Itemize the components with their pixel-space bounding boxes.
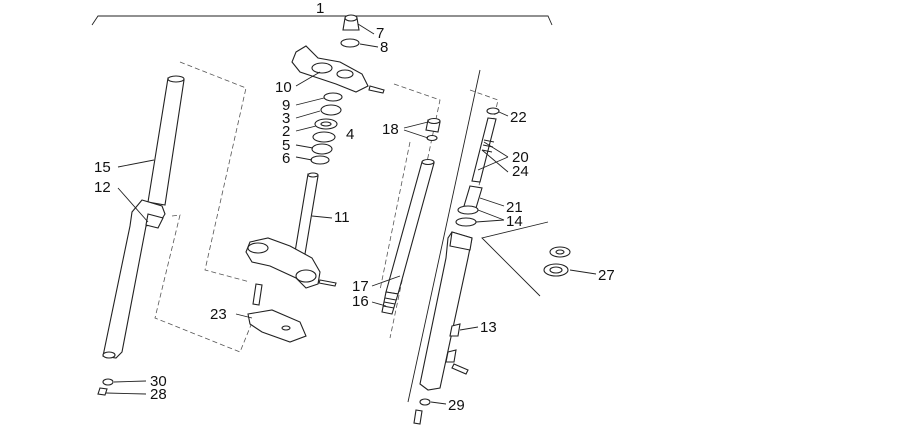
callout-4: 4 bbox=[346, 126, 354, 143]
separator-lines bbox=[407, 69, 549, 403]
callout-27: 27 bbox=[598, 267, 615, 284]
callouts: 7 8 10 9 3 2 4 5 6 11 15 12 18 17 16 23 … bbox=[94, 25, 615, 414]
leader-lines bbox=[105, 23, 597, 405]
callout-21: 21 bbox=[506, 199, 523, 216]
callout-5: 5 bbox=[282, 137, 290, 154]
callout-12: 12 bbox=[94, 179, 111, 196]
callout-22: 22 bbox=[510, 109, 527, 126]
callout-16: 16 bbox=[352, 293, 369, 310]
callout-28: 28 bbox=[150, 386, 167, 403]
group-bracket: 1 bbox=[91, 0, 553, 26]
callout-11: 11 bbox=[334, 209, 350, 226]
callout-9: 9 bbox=[282, 97, 290, 114]
callout-2: 2 bbox=[282, 123, 290, 140]
callout-1: 1 bbox=[316, 0, 324, 17]
callout-8: 8 bbox=[380, 39, 388, 56]
callout-10: 10 bbox=[275, 79, 292, 96]
callout-30: 30 bbox=[150, 373, 167, 390]
callout-13: 13 bbox=[480, 319, 497, 336]
callout-18: 18 bbox=[382, 121, 399, 138]
right-fork-leg bbox=[413, 107, 571, 425]
callout-3: 3 bbox=[282, 110, 290, 127]
left-fork-leg bbox=[97, 75, 185, 396]
callout-7: 7 bbox=[376, 25, 384, 42]
callout-29: 29 bbox=[448, 397, 465, 414]
callout-14: 14 bbox=[506, 213, 523, 230]
callout-6: 6 bbox=[282, 150, 290, 167]
callout-24: 24 bbox=[512, 163, 529, 180]
callout-20: 20 bbox=[512, 149, 529, 166]
callout-23: 23 bbox=[210, 306, 227, 323]
damper-rod bbox=[381, 117, 441, 315]
callout-15: 15 bbox=[94, 159, 111, 176]
callout-17: 17 bbox=[352, 278, 369, 295]
steering-assembly bbox=[245, 14, 385, 343]
